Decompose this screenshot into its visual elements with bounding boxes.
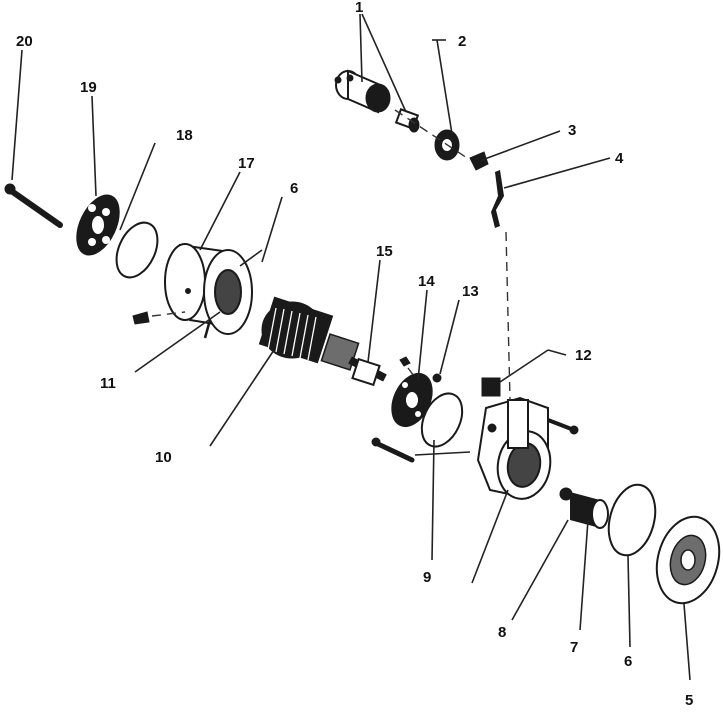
- label-part-1: 1: [355, 0, 363, 16]
- label-part-2: 2: [458, 33, 466, 50]
- label-part-15: 15: [376, 243, 393, 260]
- housing-bolt: [371, 437, 415, 463]
- part-9-o-ring: [420, 392, 464, 448]
- part-6-gasket: [607, 483, 657, 557]
- part-5-end-cover: [655, 515, 721, 605]
- part-12-plug: [481, 377, 501, 397]
- part-20-through-bolt: [4, 183, 63, 228]
- part-13-small-bolt: [432, 373, 442, 383]
- label-part-13: 13: [462, 283, 479, 300]
- part-number-labels: 20 19 18 17 6 11 10 15 14 13 12 1 2 3 4 …: [16, 0, 693, 709]
- label-part-9: 9: [423, 569, 431, 586]
- label-part-11: 11: [100, 375, 116, 392]
- part-17-yoke-housing: [132, 243, 263, 339]
- label-part-7: 7: [570, 639, 578, 656]
- label-part-19: 19: [80, 79, 97, 96]
- small-screw: [547, 418, 579, 435]
- label-part-18: 18: [176, 127, 193, 144]
- part-7-pinion-gear: [559, 487, 609, 529]
- label-part-10: 10: [155, 449, 172, 466]
- label-part-6-upper: 6: [290, 180, 298, 197]
- part-1-solenoid: [334, 69, 420, 133]
- part-13-nut: [399, 356, 411, 367]
- label-part-12: 12: [575, 347, 592, 364]
- part-3-clip: [469, 151, 489, 171]
- label-part-14: 14: [418, 273, 435, 290]
- label-part-8: 8: [498, 624, 506, 641]
- label-part-4: 4: [615, 150, 624, 167]
- label-part-17: 17: [238, 155, 255, 172]
- part-8-drive-housing: [476, 396, 552, 500]
- leader-lines: [11, 13, 691, 681]
- part-4-shift-lever: [491, 170, 504, 228]
- part-10-armature: [258, 296, 387, 387]
- label-part-5: 5: [685, 692, 693, 709]
- part-19-end-plate: [76, 194, 120, 256]
- label-part-20: 20: [16, 33, 33, 50]
- part-14-brush-holder-plate: [391, 373, 433, 427]
- part-18-o-ring: [115, 221, 159, 279]
- label-part-3: 3: [568, 122, 576, 139]
- label-part-6-lower: 6: [624, 653, 632, 670]
